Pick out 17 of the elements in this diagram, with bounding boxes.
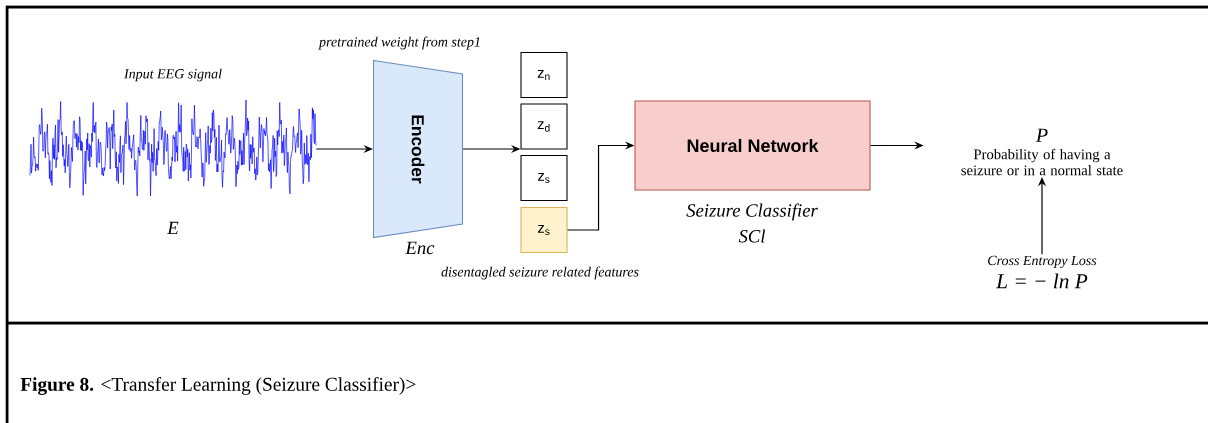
feature-box: z$_{s}$ — [520, 206, 568, 254]
classifier-label: Seizure Classifier — [686, 203, 818, 221]
figure-caption: Figure 8. <Transfer Learning (Seizure Classifier)> — [20, 377, 416, 395]
features-note: disentagled seizure related features — [441, 266, 639, 280]
loss-text: Cross Entropy Loss L = − ln P — [988, 255, 1097, 289]
step-note: pretrained weight from step1 — [318, 36, 480, 50]
feature-box: z$_{d}$ — [520, 103, 568, 150]
signal-label: Input EEG signal — [123, 68, 222, 82]
signal-symbol: E — [167, 221, 179, 235]
encoder-trapezoid: Encoder — [372, 59, 464, 239]
classifier-symbol: SCl — [738, 229, 766, 243]
feature-box: z$_{s}$ — [520, 154, 568, 202]
feature-box: z$_{n}$ — [520, 51, 568, 99]
network-box: Neural Network — [634, 100, 871, 191]
encoder-symbol: Enc — [405, 241, 435, 255]
output-text: P Probability of having a seizure or in a normal state — [961, 128, 1123, 176]
eeg-signal-drawing — [29, 99, 317, 197]
